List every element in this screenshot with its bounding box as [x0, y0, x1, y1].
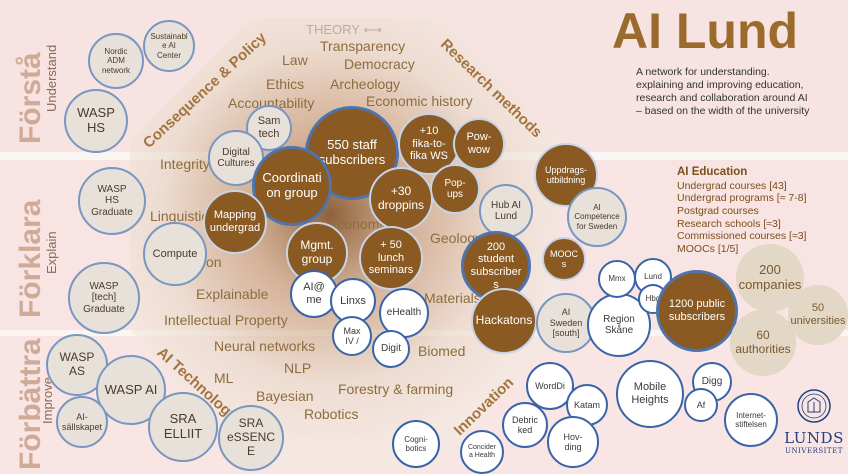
topic-democracy: Democracy [344, 56, 415, 72]
circle-uppdragsutbildning[interactable]: Uppdrags- utbildning [534, 143, 598, 207]
circle-wasp-hs[interactable]: WASP HS [64, 89, 128, 153]
circle-mobile-heights[interactable]: Mobile Heights [616, 360, 684, 428]
topic-accountability: Accountability [228, 95, 315, 111]
circle-hackatons[interactable]: Hackatons [471, 288, 537, 354]
topic-ip: Intellectual Property [164, 312, 288, 328]
circle-mmx[interactable]: Mmx [598, 260, 636, 298]
description-line: – based on the width of the university [636, 105, 810, 118]
education-item: MOOCs [1/5] [677, 242, 739, 255]
topic-neural-networks: Neural networks [214, 338, 316, 354]
circle-cognibotics[interactable]: Cogni- botics [392, 420, 440, 468]
circle-debricked[interactable]: Debric ked [502, 402, 548, 448]
education-list: AI Education Undergrad courses [43] Unde… [677, 166, 807, 255]
university-seal-icon [797, 389, 831, 423]
circle-hovding[interactable]: Hov- ding [547, 416, 599, 468]
circle-internetstiftelsen[interactable]: Internet- stiftelsen [724, 393, 778, 447]
circle-authorities[interactable]: 60 authorities [730, 310, 796, 376]
lund-university-logo: LUNDS UNIVERSITET [784, 388, 844, 455]
logo-sub: UNIVERSITET [785, 447, 843, 455]
band-label-forsta: Förstå [14, 52, 47, 144]
circle-coordination-group[interactable]: Coordinati on group [252, 146, 332, 226]
description-line: explaining and improving education, [636, 79, 804, 92]
circle-region-skane[interactable]: Region Skåne [587, 293, 651, 357]
double-arrow-icon: ⟷ [363, 22, 382, 37]
education-item: Undergrad courses [43] [677, 179, 787, 192]
logo-name: LUNDS [784, 429, 844, 447]
band-sub-understand: Understand [44, 44, 59, 112]
topic-transparency: Transparency [320, 38, 406, 54]
topic-linguistics: Linguistics [150, 208, 216, 224]
circle-max-iv[interactable]: Max IV / [332, 316, 372, 356]
circle-sustainable-ai[interactable]: Sustainabl e AI Center [143, 20, 195, 72]
circle-compute[interactable]: Compute [143, 222, 207, 286]
circle-wasp-hs-graduate[interactable]: WASP HS Graduate [78, 167, 146, 235]
education-item: Research schools [≈3] [677, 217, 781, 230]
circle-sra-essence[interactable]: SRA eSSENC E [218, 405, 284, 471]
topic-explainable: Explainable [196, 286, 269, 302]
topic-forestry: Forestry & farming [338, 381, 454, 397]
education-heading: AI Education [677, 166, 748, 178]
circle-nordic-adm[interactable]: Nordic ADM network [88, 33, 144, 89]
circle-popups[interactable]: Pop- ups [430, 164, 480, 214]
circle-lunch-seminars[interactable]: + 50 lunch seminars [359, 226, 423, 290]
topic-robotics: Robotics [304, 406, 359, 422]
topic-economic-history: Economic history [366, 93, 473, 109]
education-item: Undergrad programs [≈ 7-8] [677, 192, 807, 205]
circle-sra-elliit[interactable]: SRA ELLIIT [148, 392, 218, 462]
topic-archeology: Archeology [330, 76, 401, 92]
circle-ai-sallskapet[interactable]: AI- sällskapet [56, 396, 108, 448]
circle-af[interactable]: Af [684, 388, 718, 422]
topic-nlp: NLP [284, 360, 312, 376]
education-item: Commissioned courses [≈3] [677, 230, 807, 243]
circle-public-subscribers[interactable]: 1200 public subscribers [656, 270, 738, 352]
circle-moocs[interactable]: MOOC s [542, 237, 586, 281]
topic-on: on [206, 254, 222, 270]
band-sub-explain: Explain [44, 231, 59, 274]
circle-wasp-tech-graduate[interactable]: WASP [tech] Graduate [68, 262, 140, 334]
circle-concider-health[interactable]: Concider a Health [460, 430, 504, 474]
description-line: research and collaboration around AI [636, 92, 808, 105]
circle-fika-ws[interactable]: +10 fika-to- fika WS [398, 113, 460, 175]
topic-bayesian: Bayesian [256, 388, 314, 404]
theory-label: THEORY ⟷ [306, 22, 382, 38]
topic-ethics: Ethics [266, 76, 305, 92]
circle-powwow[interactable]: Pow- wow [453, 118, 505, 170]
circle-droppins[interactable]: +30 droppins [369, 167, 433, 231]
description: A network for understanding. explaining … [636, 66, 809, 119]
topic-materials: Materials [424, 290, 481, 306]
topic-law: Law [282, 52, 308, 68]
circle-ai-competence[interactable]: AI Competence for Sweden [567, 187, 627, 247]
description-line: A network for understanding. [636, 66, 770, 78]
circle-mapping-undergrad[interactable]: Mapping undergrad [203, 190, 267, 254]
circle-digital-cultures[interactable]: Digital Cultures [208, 130, 264, 186]
topic-integrity: Integrity [160, 156, 210, 172]
circle-universities[interactable]: 50 universities [788, 285, 848, 345]
theory-text: THEORY [306, 22, 360, 37]
circle-wasp-ai[interactable]: WASP AI [96, 355, 166, 425]
topic-ml: ML [214, 370, 234, 386]
circle-hub-ai-lund[interactable]: Hub AI Lund [479, 184, 533, 238]
topic-biomed: Biomed [418, 343, 466, 359]
page-title: AI Lund [612, 3, 799, 59]
education-item: Postgrad courses [677, 204, 759, 217]
band-label-forklara: Förklara [14, 199, 47, 318]
circle-digit[interactable]: Digit [372, 330, 410, 368]
